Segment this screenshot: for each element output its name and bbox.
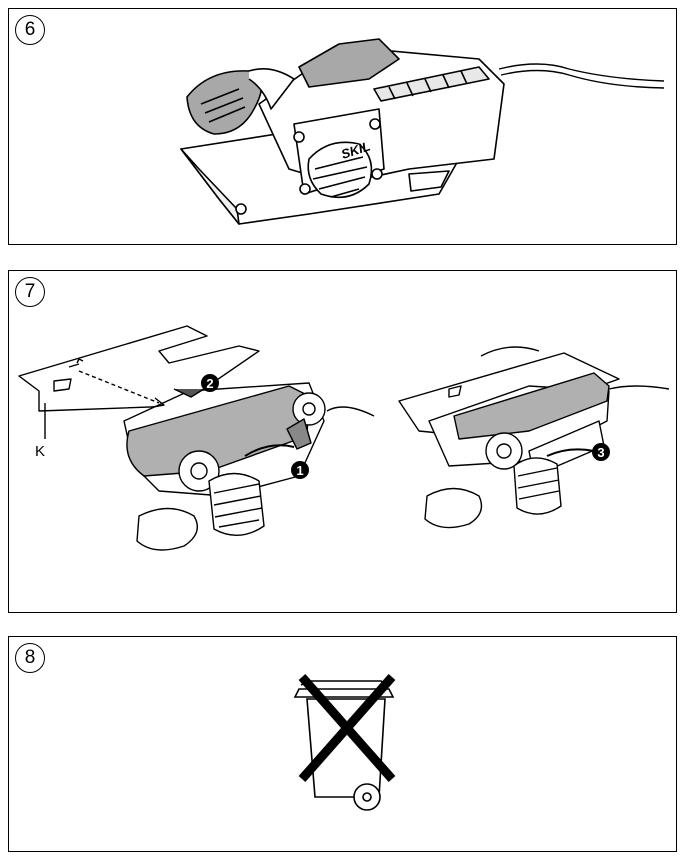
- figure-6-panel: 6: [8, 8, 677, 245]
- figure-7-panel: 7: [8, 270, 677, 613]
- figure-number-8: 8: [15, 643, 45, 673]
- step-2-marker: 2: [206, 376, 213, 391]
- step-1-marker: 1: [296, 463, 303, 478]
- crossed-out-wheelie-bin-icon: [293, 674, 396, 811]
- step-markers: 2 1 3: [201, 374, 610, 479]
- callout-label-k: K: [35, 443, 46, 460]
- figure-8-panel: 8: [8, 636, 677, 852]
- belt-sander-illustration: SKIL: [180, 38, 665, 225]
- figure-number-6: 6: [15, 15, 45, 45]
- sanding-belt-replacement-illustration: 2 1 3: [18, 325, 670, 551]
- figure-number-7: 7: [15, 277, 45, 307]
- step-3-marker: 3: [597, 445, 604, 460]
